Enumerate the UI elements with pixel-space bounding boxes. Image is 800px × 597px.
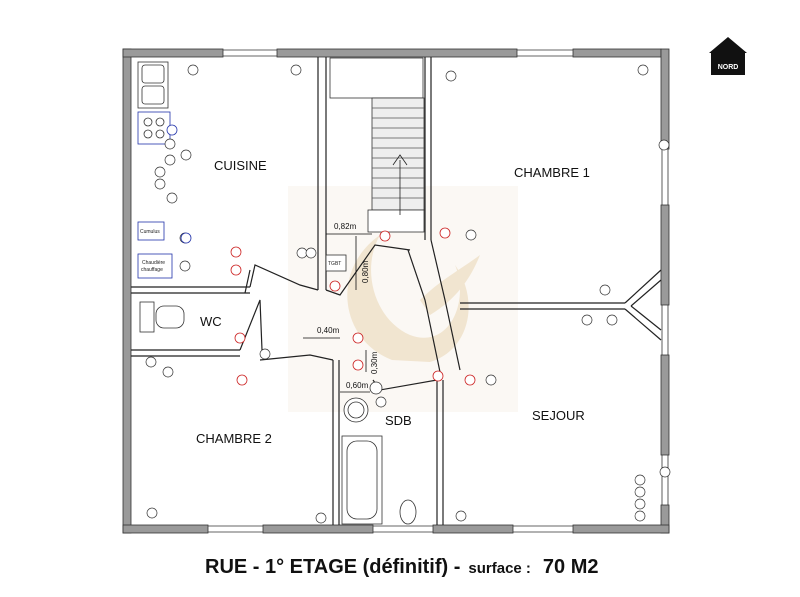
electrical-symbols bbox=[145, 64, 671, 524]
tgbt-box bbox=[325, 254, 347, 272]
plan-title: RUE - 1° ETAGE (définitif) - bbox=[205, 556, 461, 578]
room-label-chambre-1: CHAMBRE 1 bbox=[514, 165, 590, 180]
dimension-0-40m: 0,40m bbox=[317, 326, 340, 335]
red-electrical-symbols bbox=[230, 227, 476, 386]
boiler-label-line2: chauffage bbox=[141, 267, 163, 273]
surface-label: surface : bbox=[468, 560, 531, 577]
room-label-wc: WC bbox=[200, 314, 222, 329]
dimension-0-30m: 0,30m bbox=[370, 351, 379, 374]
staircase bbox=[329, 57, 425, 233]
room-label-sejour: SEJOUR bbox=[532, 408, 585, 423]
bathroom-fixtures bbox=[341, 397, 417, 525]
room-label-chambre-2: CHAMBRE 2 bbox=[196, 431, 272, 446]
compass-label: NORD bbox=[718, 64, 739, 71]
wc-toilet bbox=[139, 301, 185, 333]
boiler-label-line1: Chaudière bbox=[142, 260, 165, 266]
room-label-cuisine: CUISINE bbox=[214, 158, 267, 173]
kitchen-fixtures bbox=[137, 61, 173, 279]
dimension-0-80m: 0,80m bbox=[361, 260, 370, 283]
cumulus-label: Cumulus bbox=[140, 229, 160, 235]
light-point-sdb bbox=[369, 381, 383, 395]
north-house-icon: NORD bbox=[709, 37, 747, 75]
windows bbox=[208, 49, 669, 533]
dimension-lines bbox=[303, 233, 372, 393]
dimension-0-60m: 0,60m bbox=[346, 381, 369, 390]
surface-value: 70 M2 bbox=[542, 556, 599, 578]
room-label-sdb: SDB bbox=[385, 413, 412, 428]
blue-electrical-symbols bbox=[166, 124, 192, 244]
plan-footer: RUE - 1° ETAGE (définitif) - surface : 70 … bbox=[205, 556, 599, 579]
dimension-0-82m: 0,82m bbox=[334, 222, 357, 231]
interior-walls bbox=[131, 57, 662, 525]
tgbt-label: TGBT bbox=[328, 261, 341, 267]
